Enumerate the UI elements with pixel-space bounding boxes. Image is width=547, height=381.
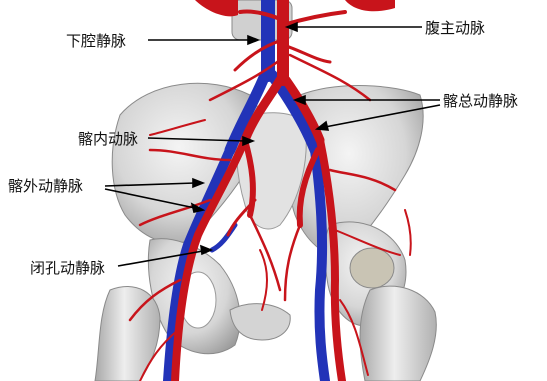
label-abdominal-aorta: 腹主动脉: [425, 19, 485, 37]
label-internal-iliac-artery: 髂内动脉: [78, 130, 138, 148]
label-obturator-vessels: 闭孔动静脉: [30, 259, 105, 277]
label-external-iliac-vessels: 髂外动静脉: [8, 177, 83, 195]
label-common-iliac-vessels: 髂总动静脉: [443, 92, 518, 110]
label-inferior-vena-cava: 下腔静脉: [66, 32, 126, 50]
